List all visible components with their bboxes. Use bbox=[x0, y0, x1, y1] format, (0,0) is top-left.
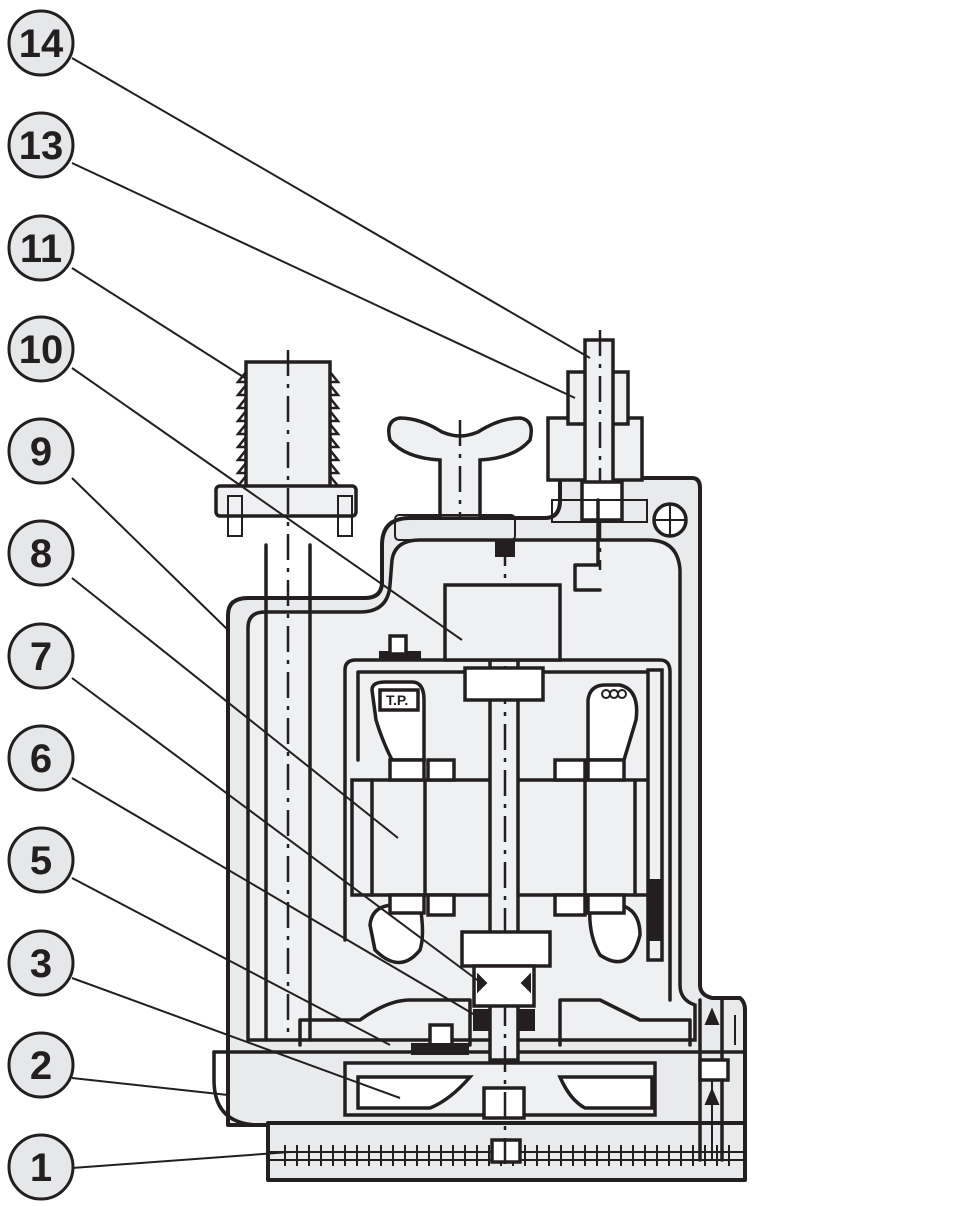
callout-number: 2 bbox=[30, 1044, 52, 1088]
callout-circle bbox=[7, 622, 75, 690]
cable-gland bbox=[546, 330, 688, 592]
callout-6: 6 bbox=[7, 724, 75, 792]
callout-1: 1 bbox=[7, 1133, 75, 1201]
callout-14: 14 bbox=[7, 9, 75, 77]
callout-10: 10 bbox=[7, 315, 75, 383]
callout-number: 14 bbox=[19, 22, 64, 66]
callout-7: 7 bbox=[7, 622, 75, 690]
callout-labels: 14 13 11 10 9 8 7 6 5 3 2 1 bbox=[7, 9, 75, 1201]
callout-number: 3 bbox=[30, 942, 52, 986]
callout-8: 8 bbox=[7, 519, 75, 587]
callout-circle bbox=[7, 315, 75, 383]
leader-5 bbox=[71, 877, 391, 1046]
oil-plug bbox=[411, 1023, 469, 1055]
lower-bearing bbox=[460, 930, 552, 968]
impeller-blade-right bbox=[557, 1075, 654, 1110]
leader-1 bbox=[71, 1151, 291, 1169]
strainer-ticks bbox=[284, 1145, 730, 1166]
leader-lines bbox=[71, 57, 591, 1169]
callout-circle bbox=[7, 1031, 75, 1099]
leader-9 bbox=[71, 477, 229, 631]
power-cable bbox=[583, 338, 615, 492]
callout-number: 13 bbox=[19, 124, 64, 168]
callout-number: 9 bbox=[30, 430, 52, 474]
leader-7 bbox=[71, 677, 485, 986]
callout-2: 2 bbox=[7, 1031, 75, 1099]
callout-circle bbox=[7, 724, 75, 792]
capacitor bbox=[443, 583, 562, 662]
upper-bearing bbox=[463, 666, 545, 702]
pump-body: T.P. bbox=[212, 330, 747, 1182]
callout-circle bbox=[7, 214, 75, 282]
callout-circle bbox=[7, 826, 75, 894]
mechanical-seal bbox=[472, 964, 536, 1031]
callout-circle bbox=[7, 929, 75, 997]
leader-13 bbox=[71, 162, 576, 399]
callout-circle bbox=[7, 9, 75, 77]
leader-6 bbox=[71, 777, 476, 1016]
callout-number: 5 bbox=[30, 839, 52, 883]
leader-10 bbox=[71, 367, 463, 641]
callout-number: 1 bbox=[30, 1146, 52, 1190]
leader-2 bbox=[71, 1077, 229, 1096]
callout-9: 9 bbox=[7, 417, 75, 485]
callout-circle bbox=[7, 417, 75, 485]
thermal-protector-label: T.P. bbox=[378, 688, 420, 712]
callout-number: 8 bbox=[30, 532, 52, 576]
callout-11: 11 bbox=[7, 214, 75, 282]
lead-wire-loops bbox=[601, 689, 627, 699]
leader-14 bbox=[71, 57, 591, 359]
impeller-blade-left bbox=[356, 1075, 474, 1110]
callout-number: 11 bbox=[20, 227, 62, 271]
callout-5: 5 bbox=[7, 826, 75, 894]
callout-number: 7 bbox=[30, 635, 52, 679]
callout-3: 3 bbox=[7, 929, 75, 997]
tp-marking-text: T.P. bbox=[386, 692, 408, 708]
callout-number: 6 bbox=[30, 737, 52, 781]
callout-circle bbox=[7, 111, 75, 179]
callout-13: 13 bbox=[7, 111, 75, 179]
callout-number: 10 bbox=[19, 328, 64, 372]
side-float-switch bbox=[646, 668, 736, 1162]
leader-11 bbox=[71, 267, 246, 379]
leader-3 bbox=[71, 977, 401, 1099]
leader-8 bbox=[71, 577, 399, 839]
callout-circle bbox=[7, 519, 75, 587]
